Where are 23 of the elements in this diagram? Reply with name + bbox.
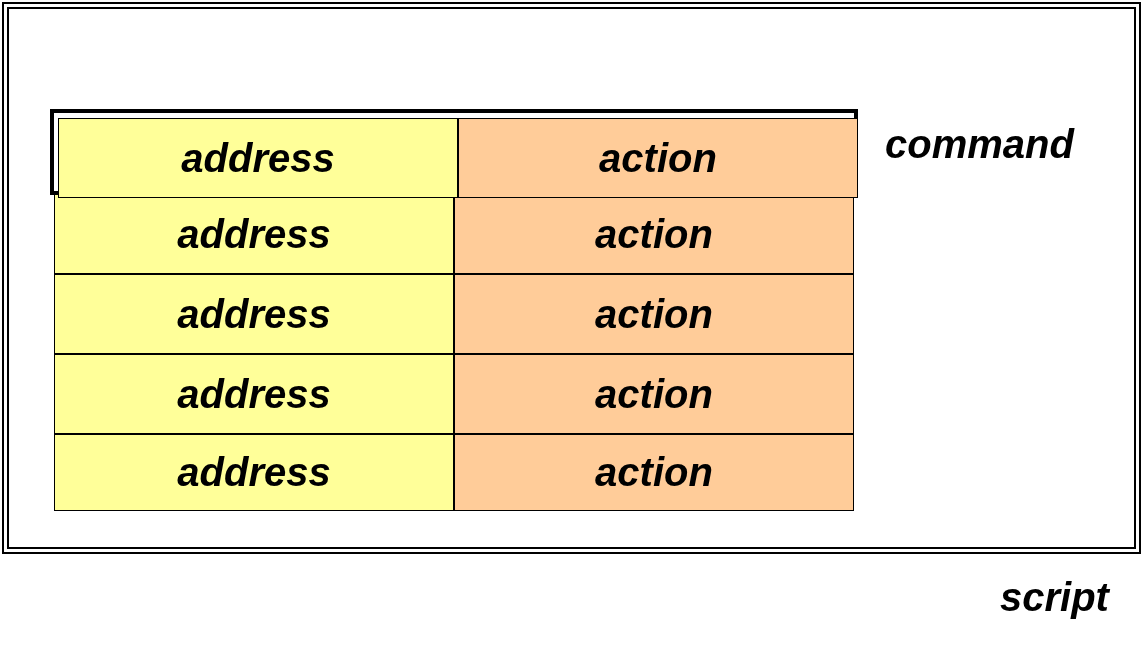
cell-text: address (177, 211, 331, 257)
table-cell (54, 274, 454, 354)
command-row-box (50, 109, 858, 195)
table-cell (458, 118, 858, 198)
cell-text: address (177, 450, 331, 495)
cell-text: action (599, 135, 717, 181)
table-cell (54, 194, 454, 274)
table-cell (454, 354, 854, 434)
table-cell (54, 434, 454, 511)
table-cell (454, 434, 854, 511)
script-frame (2, 2, 1141, 554)
row-label: command (885, 122, 1074, 167)
cell-text: address (177, 291, 331, 337)
table-cell (54, 354, 454, 434)
cell-text: action (595, 211, 713, 257)
cell-text: action (595, 450, 713, 495)
cell-text: action (595, 371, 713, 417)
table-cell (58, 118, 458, 198)
cell-text: address (181, 135, 335, 181)
table-cell (454, 274, 854, 354)
cell-text: action (595, 291, 713, 337)
diagram-label: script (1000, 575, 1109, 620)
cell-text: address (177, 371, 331, 417)
